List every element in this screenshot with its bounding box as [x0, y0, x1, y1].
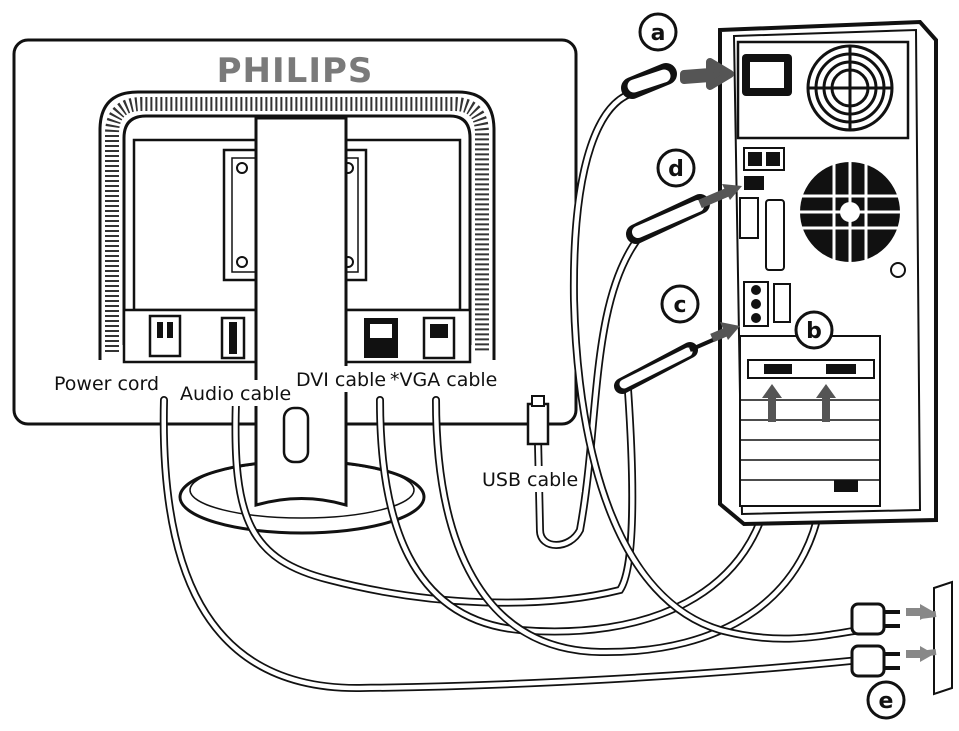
- badge-b: b: [796, 312, 832, 348]
- expansion-slots: [740, 336, 880, 506]
- audio-plug-c: [622, 336, 722, 386]
- monitor-audio-port: [222, 318, 244, 358]
- svg-text:d: d: [668, 157, 684, 182]
- usb-plug-d: [636, 204, 700, 234]
- monitor-back: PHILIPS: [14, 40, 576, 533]
- power-plugs-e: [852, 604, 900, 676]
- monitor-vga-port: [424, 318, 454, 358]
- badge-a: a: [640, 14, 676, 50]
- monitor-brand-logo: PHILIPS: [217, 51, 374, 91]
- label-vga-cable: *VGA cable: [390, 369, 497, 391]
- pc-usb-ports: [744, 176, 764, 190]
- badge-e: e: [868, 682, 904, 718]
- label-usb-cable: USB cable: [482, 469, 578, 491]
- usb-plug-monitor: [528, 396, 548, 444]
- badge-c: c: [662, 286, 698, 322]
- label-power-cord: Power cord: [54, 373, 159, 395]
- monitor-power-port: [150, 316, 180, 356]
- svg-text:a: a: [651, 21, 666, 46]
- label-dvi-cable: DVI cable: [296, 369, 386, 391]
- badge-d: d: [658, 150, 694, 186]
- stand-neck: [256, 118, 346, 505]
- pc-tower: [720, 22, 936, 524]
- psu-fan: [808, 46, 892, 130]
- arrow-a: [684, 62, 730, 86]
- label-audio-cable: Audio cable: [180, 383, 291, 405]
- wall-outlet: [920, 582, 952, 694]
- case-fan-grille: [800, 162, 900, 262]
- power-plug-a: [632, 74, 666, 88]
- pc-audio-jacks: [744, 282, 768, 326]
- svg-text:e: e: [879, 689, 894, 714]
- monitor-dvi-port: [364, 318, 398, 358]
- arrow-e-bottom: [906, 646, 934, 662]
- svg-text:b: b: [806, 319, 822, 344]
- svg-text:c: c: [673, 293, 686, 318]
